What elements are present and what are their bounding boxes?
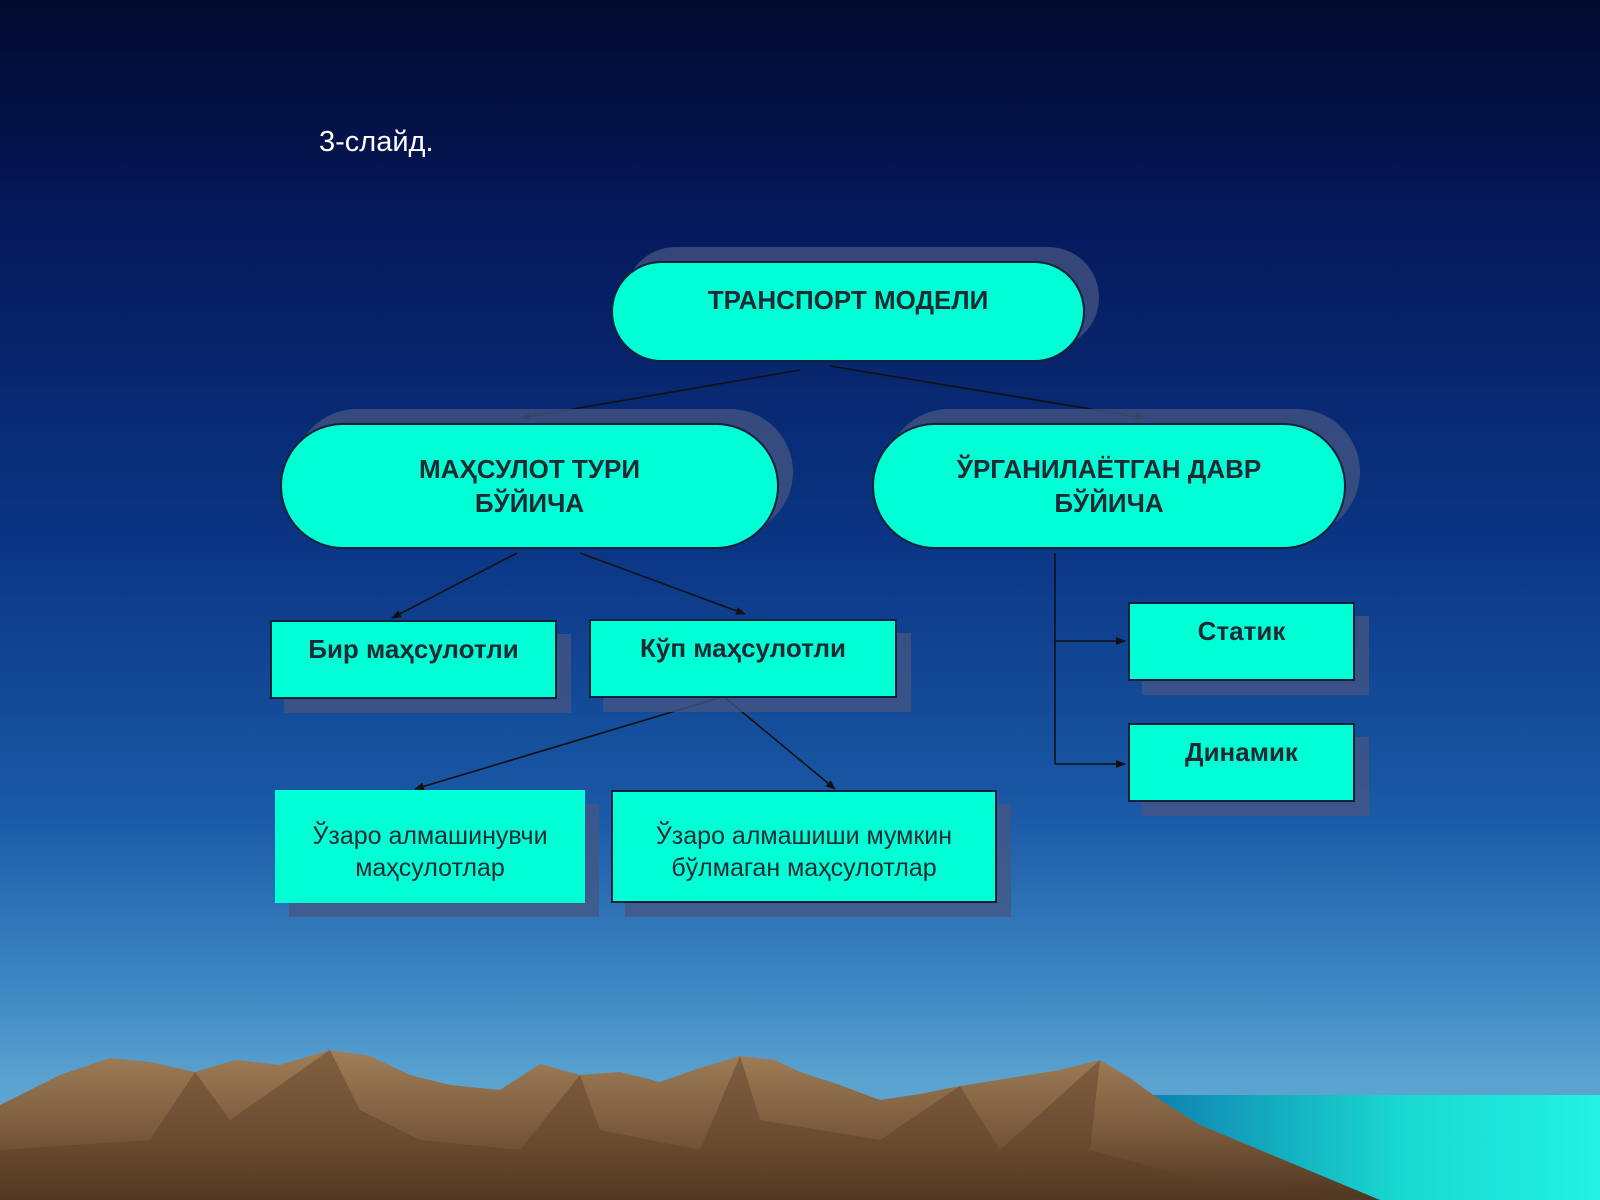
root-node-label: ТРАНСПОРТ МОДЕЛИ: [707, 285, 989, 315]
slide-number-label: 3-слайд.: [319, 126, 434, 158]
mountain-shadow: [0, 1050, 1380, 1200]
branch-product-line1: МАҲСУЛОТ ТУРИ: [418, 454, 641, 484]
node-non-interchangeable-products: Ўзаро алмашиши мумкин бўлмаган маҳсулотл…: [611, 790, 997, 903]
static-label: Статик: [1197, 616, 1286, 646]
interchangeable-line1: Ўзаро алмашинувчи: [312, 821, 548, 850]
branch-product-line2: БЎЙИЧА: [474, 488, 585, 518]
node-single-product: Бир маҳсулотли: [270, 620, 557, 699]
root-node-transport-model: ТРАНСПОРТ МОДЕЛИ: [611, 261, 1085, 362]
single-product-label: Бир маҳсулотли: [308, 634, 519, 664]
branch-period-line1: ЎРГАНИЛАЁТГАН ДАВР: [956, 454, 1262, 484]
non-interchangeable-line1: Ўзаро алмашиши мумкин: [655, 821, 953, 850]
node-static: Статик: [1128, 602, 1355, 681]
branch-node-by-product-type: МАҲСУЛОТ ТУРИ БЎЙИЧА: [280, 423, 779, 549]
non-interchangeable-line2: бўлмаган маҳсулотлар: [671, 853, 937, 882]
arrow-product-to-single: [391, 552, 518, 619]
arrow-root-to-product: [520, 369, 801, 421]
arrow-multi-to-noninterchangeable: [723, 696, 836, 790]
branch-node-by-period: ЎРГАНИЛАЁТГАН ДАВР БЎЙИЧА: [872, 423, 1346, 549]
dynamic-label: Динамик: [1185, 737, 1298, 767]
branch-period-line2: БЎЙИЧА: [1054, 488, 1164, 518]
node-interchangeable-products: Ўзаро алмашинувчи маҳсулотлар: [275, 790, 585, 903]
arrow-root-to-period: [829, 365, 1146, 421]
multi-product-label: Кўп маҳсулотли: [640, 633, 846, 663]
arrow-product-to-multi: [579, 552, 746, 615]
mountain-range: [0, 1050, 1380, 1200]
node-multi-product: Кўп маҳсулотли: [589, 619, 897, 698]
arrow-multi-to-interchangeable: [414, 696, 723, 791]
interchangeable-line2: маҳсулотлар: [355, 853, 505, 882]
node-dynamic: Динамик: [1128, 723, 1355, 802]
